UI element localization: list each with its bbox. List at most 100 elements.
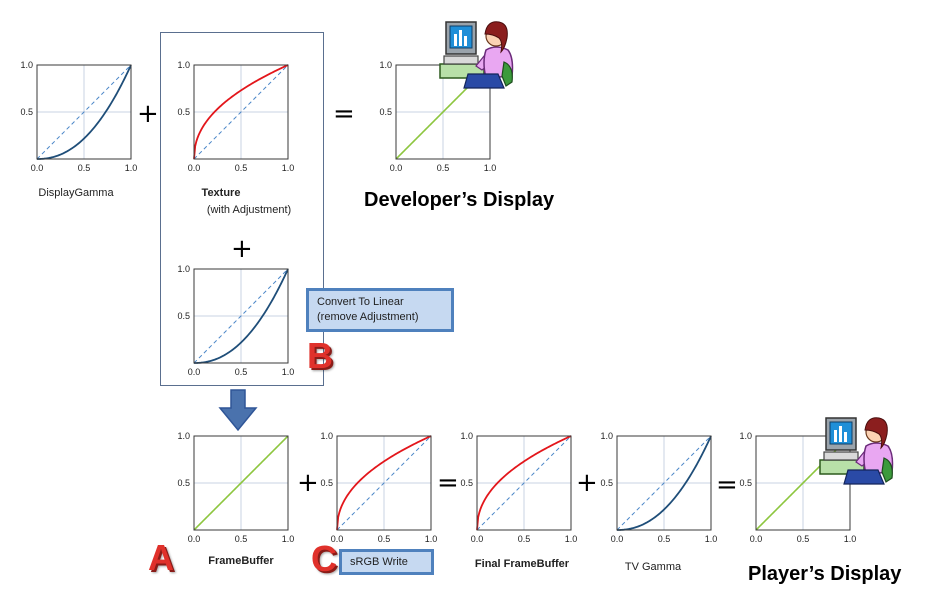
badge-a: A (148, 537, 174, 578)
x-tick-label: 1.0 (484, 163, 497, 173)
x-tick-label: 0.0 (331, 534, 344, 544)
convert-note-line2: (remove Adjustment) (317, 311, 419, 323)
x-tick-label: 1.0 (565, 534, 578, 544)
reference-line (36, 64, 132, 160)
x-tick-label: 0.0 (611, 534, 624, 544)
y-tick-label: 1.0 (177, 60, 190, 70)
final-framebuffer-chart: 0.0 0.5 1.0 0.5 1.0 (460, 431, 577, 544)
x-tick-label: 0.5 (235, 163, 248, 173)
screen-bar (844, 432, 847, 442)
srgb-write-label: sRGB Write (350, 556, 408, 568)
x-tick-label: 0.5 (235, 367, 248, 377)
x-tick-label: 1.0 (282, 163, 295, 173)
framebuffer-label: FrameBuffer (208, 555, 274, 567)
computer-user-icon (439, 21, 514, 89)
x-tick-label: 0.0 (31, 163, 44, 173)
x-tick-label: 0.5 (518, 534, 531, 544)
hair-shape (484, 21, 508, 54)
y-tick-label: 0.5 (20, 107, 33, 117)
curve-line (616, 435, 712, 531)
y-tick-label: 0.5 (320, 478, 333, 488)
computer-user-icon (819, 417, 894, 485)
x-tick-label: 0.5 (658, 534, 671, 544)
screen-bar (839, 426, 842, 442)
plot-frame (193, 64, 289, 160)
y-tick-label: 1.0 (320, 431, 333, 441)
y-tick-label: 0.5 (600, 478, 613, 488)
texture-group-box (160, 32, 324, 386)
screen-bar (454, 34, 457, 46)
plot-frame (336, 435, 432, 531)
x-tick-label: 1.0 (844, 534, 857, 544)
plus-operator: + (137, 99, 159, 129)
texture-subtitle: (with Adjustment) (206, 204, 292, 216)
curve-line (193, 64, 289, 160)
badge-c: C (311, 538, 337, 579)
y-tick-label: 1.0 (739, 431, 752, 441)
curve-line (193, 268, 289, 364)
reference-line (616, 435, 712, 531)
plus-operator: + (576, 468, 598, 498)
y-tick-label: 0.5 (177, 311, 190, 321)
x-tick-label: 0.0 (471, 534, 484, 544)
equals-operator: = (716, 470, 738, 500)
reference-line (476, 435, 572, 531)
tv-gamma-label: TV Gamma (624, 561, 682, 573)
plot-frame (193, 435, 289, 531)
reference-line (193, 64, 289, 160)
plot-frame (476, 435, 572, 531)
developer-display-title: Developer’s Display (364, 189, 555, 211)
x-tick-label: 1.0 (425, 534, 438, 544)
y-tick-label: 0.5 (177, 478, 190, 488)
equals-operator: = (437, 468, 459, 498)
keyboard-shape (443, 55, 479, 65)
chair-shape (881, 457, 893, 483)
hair-shape (864, 417, 888, 450)
legs-shape (843, 469, 885, 485)
x-tick-label: 1.0 (282, 534, 295, 544)
texture-title: Texture (201, 187, 241, 199)
down-arrow-icon (218, 389, 258, 432)
screen-bar (464, 36, 467, 46)
x-tick-label: 0.0 (188, 163, 201, 173)
legs-shape (463, 73, 505, 89)
plot-frame (193, 268, 289, 364)
reference-line (193, 268, 289, 364)
y-tick-label: 1.0 (460, 431, 473, 441)
y-tick-label: 1.0 (20, 60, 33, 70)
curve-line (36, 64, 132, 160)
equals-operator: = (333, 99, 355, 129)
x-tick-label: 0.0 (188, 367, 201, 377)
convert-note-line1: Convert To Linear (317, 296, 404, 308)
x-tick-label: 0.0 (390, 163, 403, 173)
x-tick-label: 0.5 (797, 534, 810, 544)
curve-line (193, 435, 289, 531)
y-tick-label: 1.0 (600, 431, 613, 441)
srgb-write-chart: 0.0 0.5 1.0 0.5 1.0 (320, 431, 437, 544)
x-tick-label: 0.0 (188, 534, 201, 544)
plus-operator: + (297, 468, 319, 498)
screen-bar (834, 430, 837, 442)
y-tick-label: 0.5 (379, 107, 392, 117)
player-display-title: Player’s Display (748, 563, 902, 585)
y-tick-label: 1.0 (177, 431, 190, 441)
keyboard-shape (823, 451, 859, 461)
curve-line (336, 435, 432, 531)
x-tick-label: 0.5 (437, 163, 450, 173)
plus-operator: + (231, 234, 253, 264)
y-tick-label: 0.5 (739, 478, 752, 488)
y-tick-label: 0.5 (460, 478, 473, 488)
chair-shape (501, 61, 513, 87)
screen-bar (459, 30, 462, 46)
display-gamma-label: DisplayGamma (38, 187, 114, 199)
x-tick-label: 1.0 (125, 163, 138, 173)
x-tick-label: 0.0 (750, 534, 763, 544)
plot-frame (36, 64, 132, 160)
x-tick-label: 0.5 (378, 534, 391, 544)
y-tick-label: 1.0 (379, 60, 392, 70)
